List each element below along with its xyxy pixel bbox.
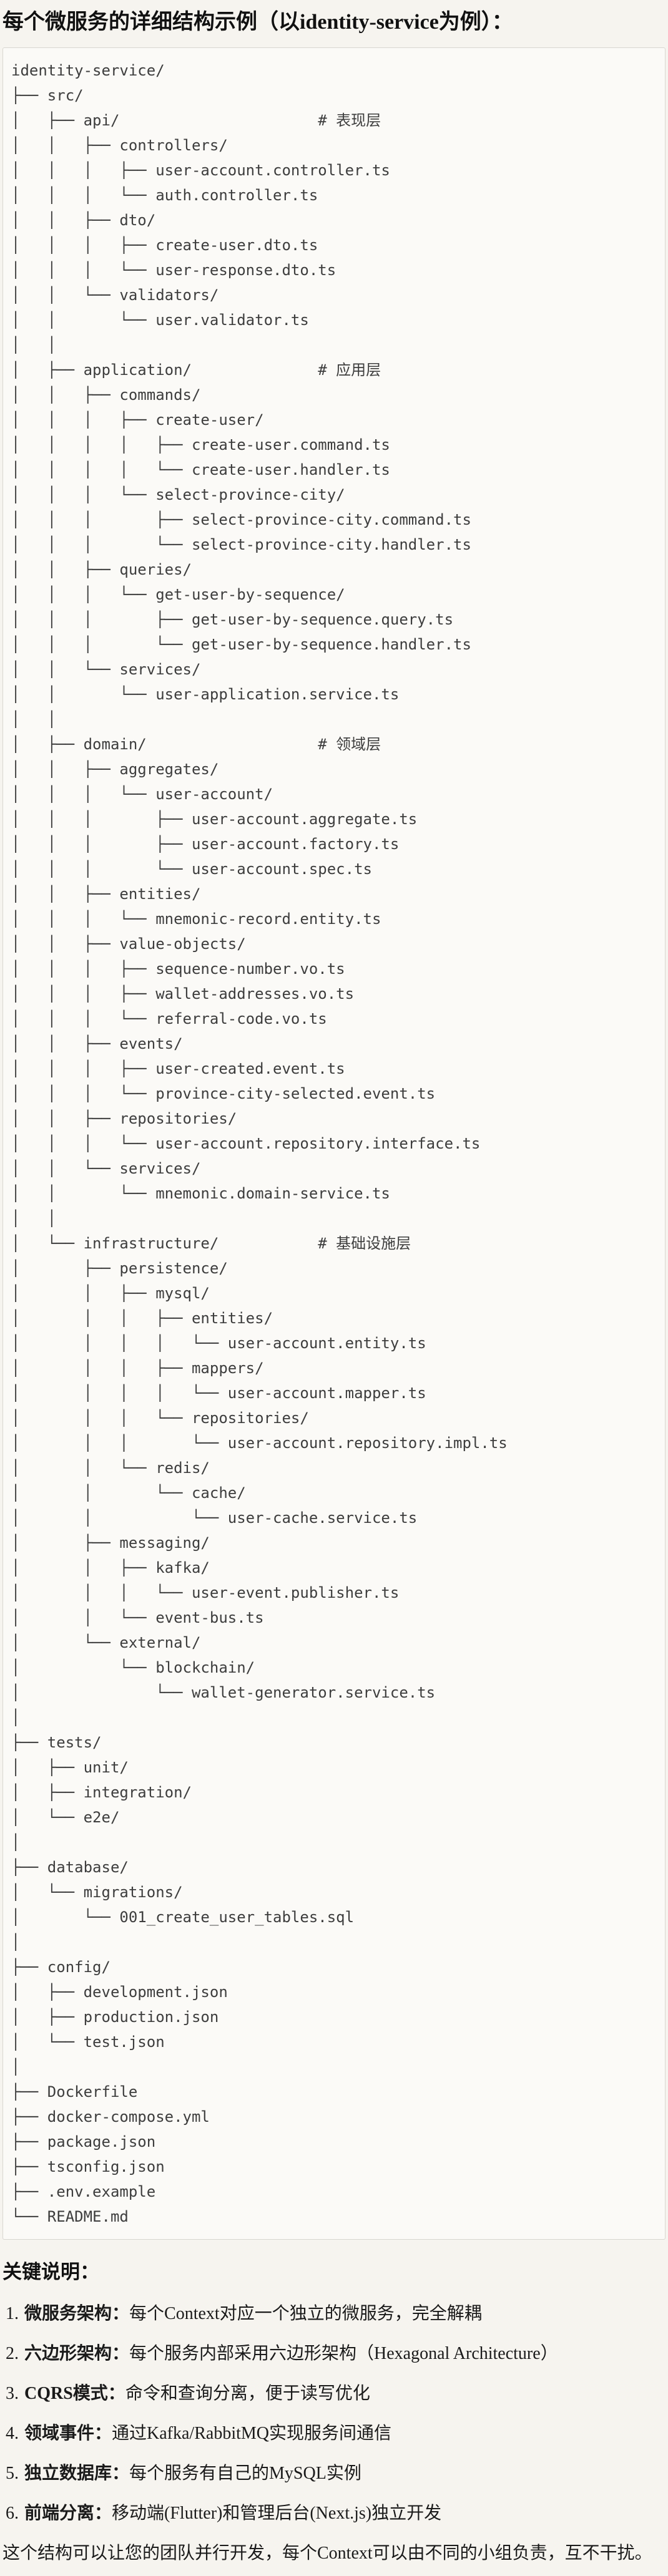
note-item-frontend-separation: 6. 前端分离：移动端(Flutter)和管理后台(Next.js)独立开发 xyxy=(2,2503,666,2524)
note-text: 每个Context对应一个独立的微服务，完全解耦 xyxy=(129,2304,482,2323)
note-number: 1. xyxy=(6,2304,19,2323)
note-text: 移动端(Flutter)和管理后台(Next.js)独立开发 xyxy=(112,2504,442,2523)
page-title: 每个微服务的详细结构示例（以identity-service为例）： xyxy=(2,11,513,34)
note-item-microservice: 1. 微服务架构：每个Context对应一个独立的微服务，完全解耦 xyxy=(2,2303,666,2325)
note-colon: ： xyxy=(94,2424,112,2443)
note-label: 前端分离 xyxy=(24,2504,95,2523)
note-text: 通过Kafka/RabbitMQ实现服务间通信 xyxy=(112,2424,391,2443)
notes-heading: 关键说明： xyxy=(2,2261,99,2283)
note-colon: ： xyxy=(107,2384,125,2403)
note-number: 6. xyxy=(6,2504,19,2523)
note-number: 3. xyxy=(6,2384,19,2403)
note-colon: ： xyxy=(94,2504,112,2523)
note-label: 六边形架构 xyxy=(24,2344,112,2363)
note-number: 4. xyxy=(6,2424,19,2443)
note-number: 2. xyxy=(6,2344,19,2363)
note-text: 每个服务有自己的MySQL实例 xyxy=(129,2464,361,2483)
note-label: 微服务架构 xyxy=(24,2304,112,2323)
note-colon: ： xyxy=(112,2304,130,2323)
note-colon: ： xyxy=(112,2464,130,2483)
note-item-domain-events: 4. 领域事件：通过Kafka/RabbitMQ实现服务间通信 xyxy=(2,2423,666,2444)
directory-tree-code-block: identity-service/ ├── src/ │ ├── api/ # … xyxy=(2,47,666,2240)
closing-paragraph: 这个结构可以让您的团队并行开发，每个Context可以由不同的小组负责，互不干扰… xyxy=(2,2544,652,2563)
note-item-independent-db: 5. 独立数据库：每个服务有自己的MySQL实例 xyxy=(2,2463,666,2484)
note-colon: ： xyxy=(112,2344,130,2363)
note-item-cqrs: 3. CQRS模式：命令和查询分离，便于读写优化 xyxy=(2,2383,666,2404)
note-label: 独立数据库 xyxy=(24,2464,112,2483)
note-label: 领域事件 xyxy=(24,2424,95,2443)
note-number: 5. xyxy=(6,2464,19,2483)
key-notes-section: 关键说明： 1.微服务架构：每个Context对应一个独立的微服务，完全解耦 2… xyxy=(2,2260,666,2564)
note-text: 命令和查询分离，便于读写优化 xyxy=(125,2384,370,2403)
note-item-hexagonal: 2. 六边形架构：每个服务内部采用六边形架构（Hexagonal Architec… xyxy=(2,2343,666,2365)
note-label: CQRS模式 xyxy=(24,2384,108,2403)
note-text: 每个服务内部采用六边形架构（Hexagonal Architecture） xyxy=(129,2344,558,2363)
